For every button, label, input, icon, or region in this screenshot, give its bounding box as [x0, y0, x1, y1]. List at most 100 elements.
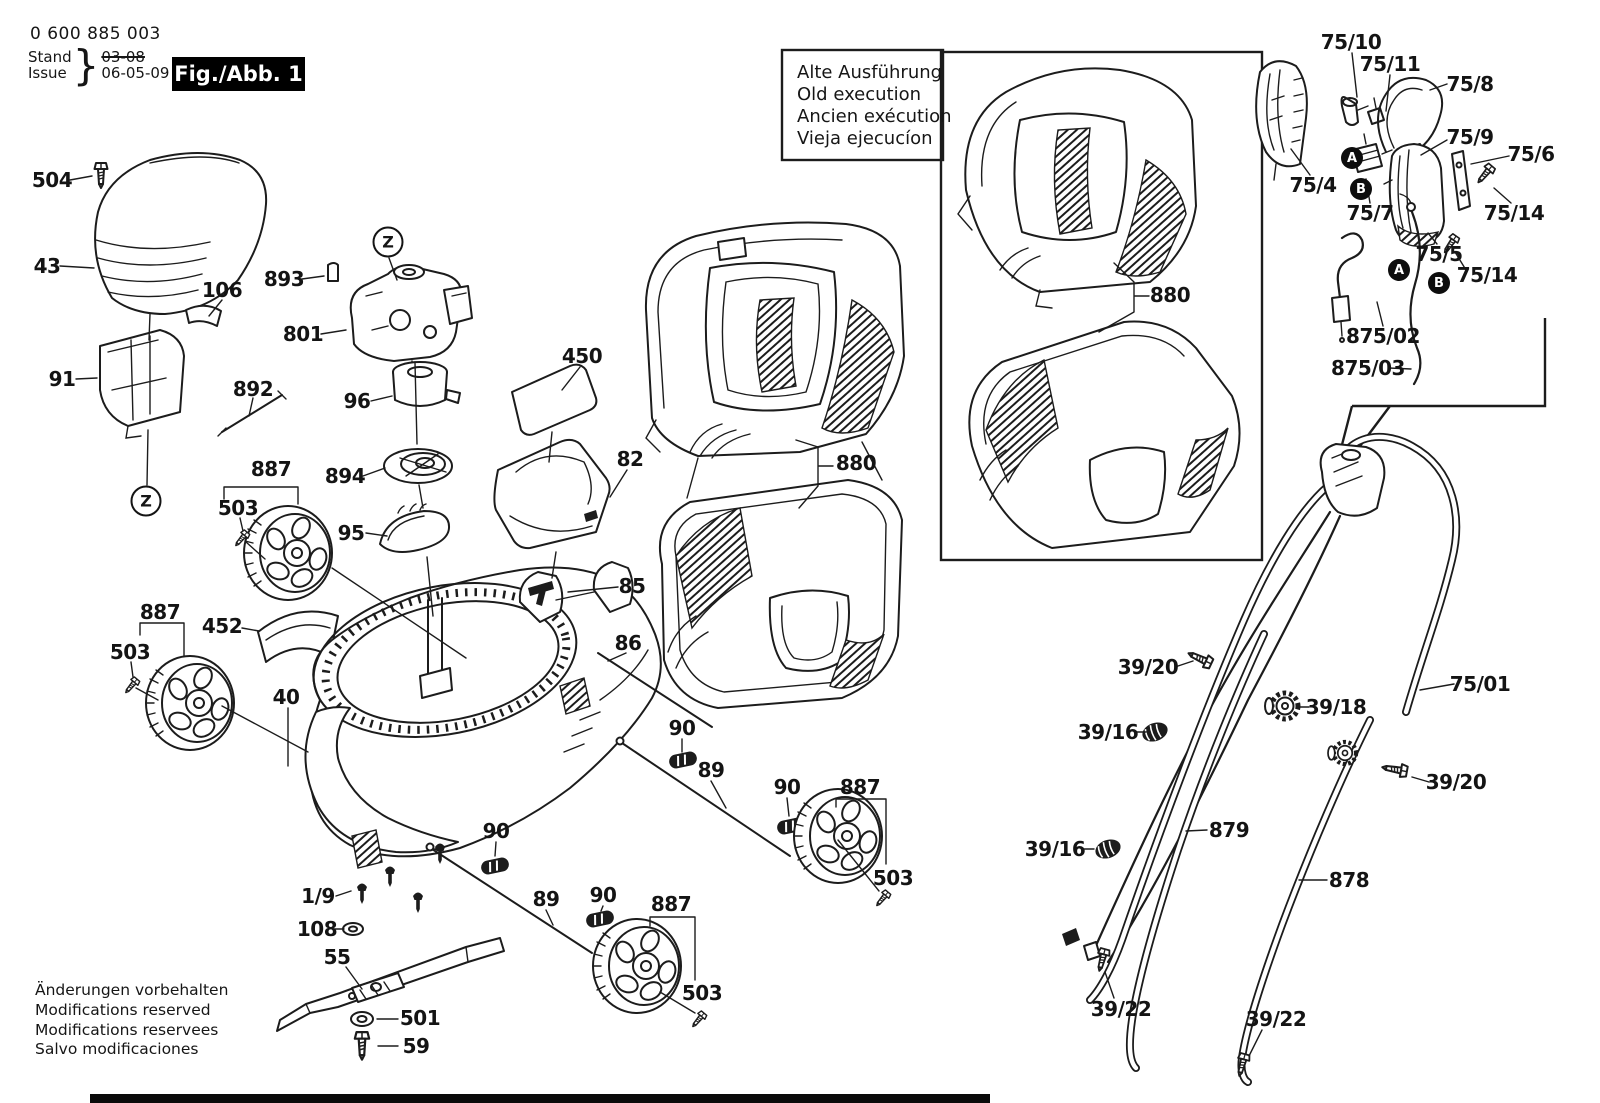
part-drawing-washer-108 [342, 922, 364, 936]
old-execution-line-fr: Ancien exécution [797, 105, 952, 127]
part-drawing-upper-handle-75-01 [1086, 432, 1461, 1004]
part-drawing-panel-82 [493, 438, 611, 550]
part-label-39-22-58: 39/22 [1245, 1007, 1307, 1031]
part-label-90-22: 90 [668, 716, 696, 740]
part-label-880-21: 880 [1149, 283, 1191, 307]
part-label-875-03-48: 875/03 [1331, 356, 1405, 380]
part-drawing-clutch-894 [383, 448, 453, 484]
part-drawing-guard-75-4 [1255, 60, 1308, 181]
part-label-1-9-28: 1/9 [301, 884, 335, 908]
part-label-75-5-45: 75/5 [1415, 242, 1463, 266]
part-drawing-old-grassbox-bottom [968, 320, 1241, 549]
part-drawing-seal-95 [379, 503, 451, 553]
part-drawing-deck-40 [304, 561, 662, 869]
old-execution-note: Alte Ausführung Old execution Ancien exé… [797, 62, 952, 150]
detail-marker-Z-0: Z [372, 226, 404, 258]
part-label-89-31: 89 [532, 887, 560, 911]
part-label-86-15: 86 [614, 631, 642, 655]
axle-end [615, 736, 625, 746]
part-label-39-20-53: 39/20 [1425, 770, 1487, 794]
part-label-90-32: 90 [589, 883, 617, 907]
old-execution-line-es: Vieja ejecucíon [797, 127, 933, 149]
old-execution-line-en: Old execution [797, 83, 922, 105]
part-drawing-cover-75-5 [1383, 143, 1445, 247]
part-label-887-9: 887 [250, 457, 292, 481]
part-label-39-22-57: 39/22 [1090, 997, 1152, 1021]
part-label-75-8-39: 75/8 [1446, 72, 1494, 96]
part-label-75-14-46: 75/14 [1456, 263, 1518, 287]
modifications-line-es: Salvo modificaciones [35, 1040, 199, 1059]
leader-lines-center [332, 366, 790, 1047]
detail-marker-B-5: B [1428, 272, 1450, 294]
old-date: 03-08 [101, 48, 145, 66]
part-label-875-02-47: 875/02 [1346, 324, 1420, 348]
modifications-line-de: Änderungen vorbehalten [35, 981, 229, 999]
issue-label: Issue [28, 63, 67, 82]
part-label-39-16-52: 39/16 [1077, 720, 1139, 744]
part-label-75-11-38: 75/11 [1359, 52, 1421, 76]
part-label-90-24: 90 [773, 775, 801, 799]
part-label-75-10-37: 75/10 [1320, 30, 1382, 54]
detail-marker-Z-1: Z [130, 485, 162, 517]
part-label-450-12: 450 [561, 344, 603, 368]
part-drawing-strip-106 [185, 304, 222, 327]
leader-lines-left [59, 175, 393, 767]
detail-marker-A-2: A [1341, 147, 1363, 169]
modifications-line-fr: Modifications reservees [35, 1020, 219, 1039]
leader-lines-right [1081, 52, 1512, 1057]
stand-issue-block: Stand Issue } 03-08 06-05-09 [28, 41, 170, 91]
part-drawing-plug-893 [327, 262, 339, 282]
part-label-887-16: 887 [139, 600, 181, 624]
part-label-503-17: 503 [109, 640, 151, 664]
part-drawing-motor-801 [349, 264, 473, 373]
part-label-887-33: 887 [650, 892, 692, 916]
part-label-503-26: 503 [872, 866, 914, 890]
part-label-892-6: 892 [232, 377, 274, 401]
part-label-501-35: 501 [399, 1006, 441, 1030]
part-drawing-cables-handle [1062, 510, 1342, 964]
scan-artifact-bar [90, 1094, 990, 1103]
part-label-452-18: 452 [201, 614, 243, 638]
modifications-line-en: Modifications reserved [35, 1000, 211, 1019]
part-label-878-56: 878 [1328, 868, 1370, 892]
part-drawing-washer-501 [350, 1011, 374, 1027]
part-drawing-bracket-75-6 [1451, 150, 1471, 211]
part-label-504-0: 504 [31, 168, 73, 192]
part-number: 0 600 885 003 [30, 24, 161, 44]
bracket-lines [139, 262, 1150, 981]
figure-label-box: Fig./Abb. 1 [172, 57, 305, 91]
part-label-82-13: 82 [616, 447, 644, 471]
part-label-75-6-41: 75/6 [1507, 142, 1555, 166]
detail-marker-A-4: A [1388, 259, 1410, 281]
part-label-39-16-55: 39/16 [1024, 837, 1086, 861]
part-drawing-bracket-75-11 [1367, 97, 1385, 125]
part-label-75-9-40: 75/9 [1446, 125, 1494, 149]
part-label-85-14: 85 [618, 574, 646, 598]
part-label-75-4-42: 75/4 [1289, 173, 1337, 197]
part-label-90-27: 90 [482, 819, 510, 843]
part-label-59-36: 59 [402, 1034, 430, 1058]
brace-glyph: } [72, 41, 100, 91]
assembly-lines [135, 257, 883, 1014]
part-drawing-grassbox-bin-880 [658, 479, 903, 709]
detail-marker-B-3: B [1350, 178, 1372, 200]
part-label-39-20-49: 39/20 [1117, 655, 1179, 679]
part-drawing-panel-450 [511, 363, 598, 436]
part-drawing-clip-85 [528, 581, 554, 606]
part-label-503-10: 503 [217, 496, 259, 520]
part-label-108-29: 108 [296, 917, 338, 941]
part-label-40-19: 40 [272, 685, 300, 709]
issue-date: 06-05-09 [101, 63, 170, 82]
part-drawing-axle-86 [597, 652, 713, 728]
part-label-75-7-43: 75/7 [1346, 201, 1394, 225]
part-drawing-switch-housing [1319, 443, 1386, 517]
part-label-75-01-50: 75/01 [1449, 672, 1511, 696]
part-drawing-fan-96 [392, 361, 461, 407]
part-drawing-hood-43 [94, 152, 268, 315]
part-drawing-switchbox-91 [99, 329, 185, 439]
part-drawing-grassbox-lid-880 [644, 221, 905, 459]
part-label-887-25: 887 [839, 775, 881, 799]
